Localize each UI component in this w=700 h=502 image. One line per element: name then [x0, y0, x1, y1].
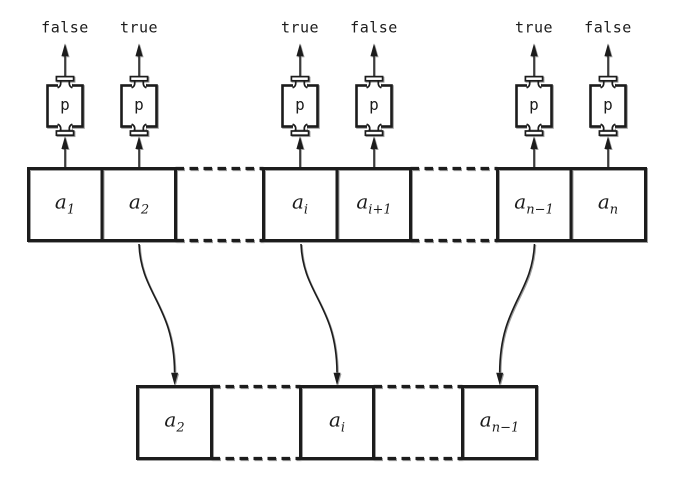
cell-symbol: a — [597, 189, 610, 214]
top-array-cell-label: a2 — [129, 192, 149, 217]
predicate-letter: p — [295, 95, 305, 114]
cell-symbol: a — [479, 407, 492, 432]
cell-subscript: i — [340, 420, 346, 436]
predicate-letter: p — [60, 95, 70, 114]
ellipsis-dashed-edges — [175, 166, 264, 243]
bottom-array-cell-a2 — [136, 385, 213, 460]
cell-symbol: a — [291, 189, 304, 214]
transfer-arrow-a2 — [138, 243, 176, 373]
bottom-array-cell-ai — [299, 385, 375, 460]
outcome-label: true — [280, 18, 320, 37]
cell-subscript: n — [609, 202, 619, 218]
cell-subscript: 2 — [176, 420, 185, 436]
transfer-arrowhead-icon — [171, 372, 179, 386]
cell-subscript: i — [303, 202, 309, 218]
top-array-cell-label: a1 — [55, 192, 75, 217]
outcome-label: true — [119, 18, 159, 37]
cell-symbol: a — [128, 189, 141, 214]
transfer-arrowhead-icon — [496, 372, 504, 386]
cell-subscript: n−1 — [491, 420, 520, 436]
top-array-cell-label: an — [598, 192, 618, 217]
top-array — [27, 166, 647, 243]
cell-symbol: a — [54, 189, 67, 214]
outcome-label: false — [584, 18, 632, 37]
bottom-array-cell-label: an−1 — [480, 410, 519, 435]
bottom-array-cell-label: ai — [329, 410, 345, 435]
top-array-cell-label: ai — [292, 192, 308, 217]
bottom-array-cell-an1 — [461, 385, 538, 460]
top-array-cell-label: an−1 — [514, 192, 553, 217]
transfer-arrow-an1 — [498, 243, 536, 373]
cell-subscript: n−1 — [526, 202, 554, 218]
outcome-label: true — [514, 18, 554, 37]
ellipsis-dashed-edges — [373, 384, 463, 461]
cell-symbol: a — [328, 407, 341, 432]
transfer-arrowhead-icon — [333, 372, 341, 386]
transfer-arrow-ai — [300, 243, 338, 373]
predicate-letter: p — [369, 95, 379, 114]
cell-symbol: a — [164, 407, 177, 432]
cell-symbol: a — [514, 189, 527, 214]
predicate-letter: p — [529, 95, 539, 114]
predicate-letter: p — [134, 95, 144, 114]
transfer-arrows — [138, 243, 536, 386]
bottom-array — [136, 384, 538, 461]
cell-symbol: a — [356, 189, 369, 214]
top-array-cell-label: ai+1 — [356, 192, 391, 217]
ellipsis-dashed-edges — [211, 384, 301, 461]
cell-subscript: 1 — [66, 202, 76, 218]
ellipsis-dashed-edges — [410, 166, 498, 243]
predicate-letter: p — [603, 95, 613, 114]
outcome-label: false — [350, 18, 398, 37]
outcome-label: false — [41, 18, 89, 37]
cell-subscript: i+1 — [368, 202, 392, 218]
bottom-array-cell-label: a2 — [164, 410, 184, 435]
cell-subscript: 2 — [140, 202, 150, 218]
